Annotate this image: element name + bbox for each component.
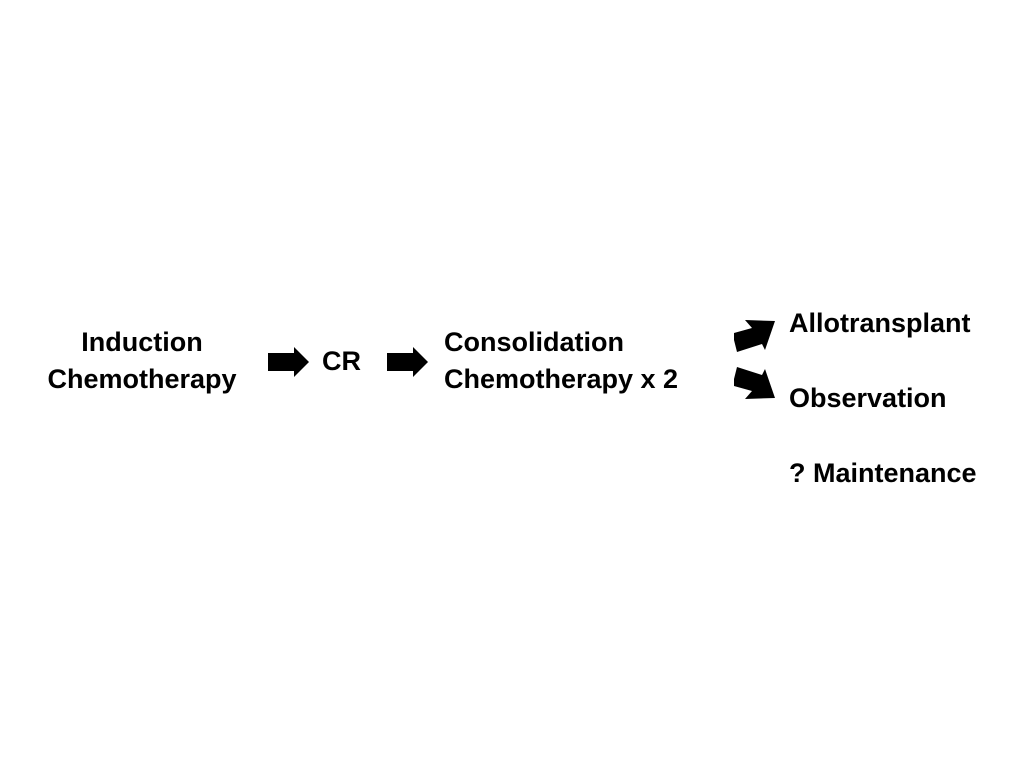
node-consolidation-chemotherapy: Consolidation Chemotherapy x 2 [444, 324, 678, 398]
outcome-observation: Observation [789, 383, 947, 413]
induction-line2: Chemotherapy [47, 364, 237, 394]
node-induction-chemotherapy: Induction Chemotherapy [0, 324, 284, 398]
consolidation-line1: Consolidation [444, 327, 624, 357]
consolidation-line2: Chemotherapy x 2 [444, 364, 679, 394]
arrow-induction-to-cr-icon [268, 347, 309, 377]
outcome-allotransplant: Allotransplant [789, 308, 971, 338]
arrow-cr-to-consolidation-icon [387, 347, 428, 377]
node-cr: CR [322, 346, 361, 376]
outcome-maintenance: ? Maintenance [789, 458, 977, 488]
induction-line1: Induction [81, 327, 203, 357]
arrow-to-observation-icon [734, 367, 775, 399]
arrow-to-allotransplant-icon [734, 320, 775, 352]
